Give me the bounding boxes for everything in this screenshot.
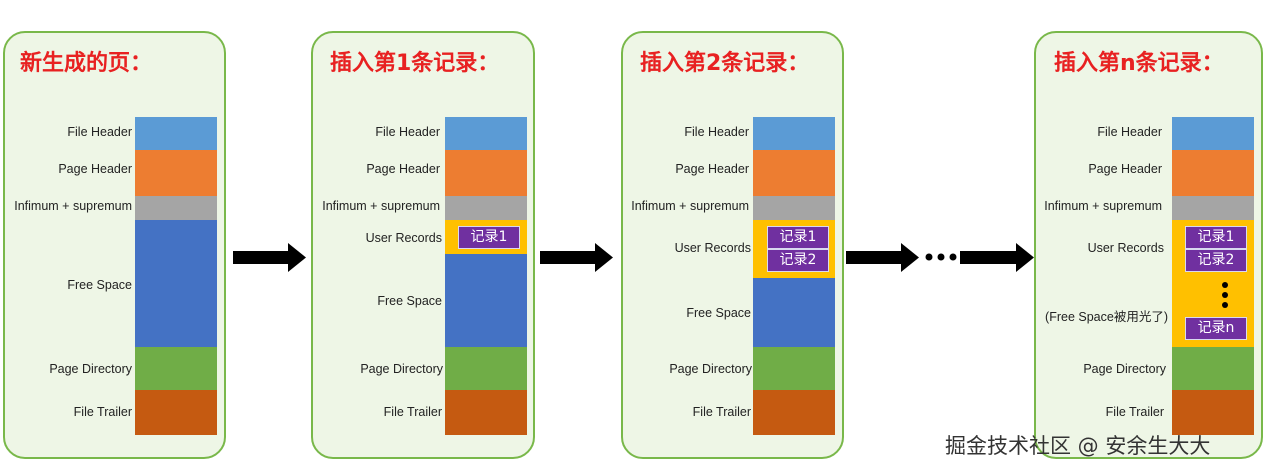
infimum-supremum-block bbox=[753, 196, 835, 220]
user-records-label: User Records bbox=[365, 231, 442, 245]
page-header-label: Page Header bbox=[1088, 162, 1162, 176]
infimum-supremum-block bbox=[1172, 196, 1254, 220]
page-directory-block bbox=[1172, 347, 1254, 390]
record-1: 记录1 bbox=[458, 226, 520, 249]
panel-title: 插入第2条记录： bbox=[640, 51, 810, 76]
free-space-block bbox=[135, 220, 217, 347]
page-directory-block bbox=[445, 347, 527, 390]
file-trailer-label: File Trailer bbox=[1105, 405, 1164, 419]
file-header-label: File Header bbox=[375, 125, 440, 139]
infimum-label: Infimum + supremum bbox=[631, 199, 749, 213]
page-directory-block bbox=[135, 347, 217, 390]
file-trailer-label: File Trailer bbox=[383, 405, 442, 419]
watermark: 掘金技术社区 @ 安余生大大 bbox=[945, 434, 1211, 458]
ellipsis-dots bbox=[925, 253, 957, 261]
panel-title: 插入第1条记录： bbox=[330, 51, 500, 76]
free-space-label: Free Space bbox=[67, 278, 132, 292]
record-1: 记录1 bbox=[767, 226, 829, 249]
record-2: 记录2 bbox=[1185, 249, 1247, 272]
file-trailer-block bbox=[1172, 390, 1254, 435]
file-trailer-label: File Trailer bbox=[692, 405, 751, 419]
infimum-label: Infimum + supremum bbox=[322, 199, 440, 213]
page-header-block bbox=[1172, 150, 1254, 196]
free-space-label: Free Space bbox=[686, 306, 751, 320]
free-space-note: (Free Space被用光了) bbox=[1045, 310, 1168, 324]
free-space-block bbox=[445, 254, 527, 347]
infimum-label: Infimum + supremum bbox=[14, 199, 132, 213]
infimum-supremum-block bbox=[445, 196, 527, 220]
file-header-block bbox=[1172, 117, 1254, 150]
free-space-label: Free Space bbox=[377, 294, 442, 308]
user-records-label: User Records bbox=[1087, 241, 1164, 255]
record-1: 记录1 bbox=[1185, 226, 1247, 249]
arrow-2 bbox=[540, 243, 613, 272]
arrow-1 bbox=[233, 243, 306, 272]
file-header-label: File Header bbox=[684, 125, 749, 139]
arrow-4 bbox=[960, 243, 1034, 272]
file-trailer-block bbox=[445, 390, 527, 435]
file-header-block bbox=[445, 117, 527, 150]
panel-title: 新生成的页： bbox=[20, 51, 153, 76]
page-directory-label: Page Directory bbox=[1083, 362, 1166, 376]
page-header-block bbox=[753, 150, 835, 196]
file-trailer-label: File Trailer bbox=[73, 405, 132, 419]
record-2: 记录2 bbox=[767, 249, 829, 272]
file-header-label: File Header bbox=[67, 125, 132, 139]
page-directory-label: Page Directory bbox=[669, 362, 752, 376]
page-directory-label: Page Directory bbox=[360, 362, 443, 376]
record-n: 记录n bbox=[1185, 317, 1247, 340]
record-ellipsis-dot bbox=[1222, 302, 1228, 308]
file-trailer-block bbox=[753, 390, 835, 435]
page-header-label: Page Header bbox=[675, 162, 749, 176]
infimum-label: Infimum + supremum bbox=[1044, 199, 1162, 213]
arrow-3 bbox=[846, 243, 919, 272]
page-directory-label: Page Directory bbox=[49, 362, 132, 376]
page-header-label: Page Header bbox=[366, 162, 440, 176]
file-trailer-block bbox=[135, 390, 217, 435]
file-header-block bbox=[753, 117, 835, 150]
page-header-block bbox=[135, 150, 217, 196]
infimum-supremum-block bbox=[135, 196, 217, 220]
user-records-label: User Records bbox=[674, 241, 751, 255]
page-header-label: Page Header bbox=[58, 162, 132, 176]
record-ellipsis-dot bbox=[1222, 282, 1228, 288]
file-header-block bbox=[135, 117, 217, 150]
record-ellipsis-dot bbox=[1222, 292, 1228, 298]
free-space-block bbox=[753, 278, 835, 347]
panel-title: 插入第n条记录： bbox=[1054, 51, 1224, 76]
page-directory-block bbox=[753, 347, 835, 390]
file-header-label: File Header bbox=[1097, 125, 1162, 139]
page-header-block bbox=[445, 150, 527, 196]
